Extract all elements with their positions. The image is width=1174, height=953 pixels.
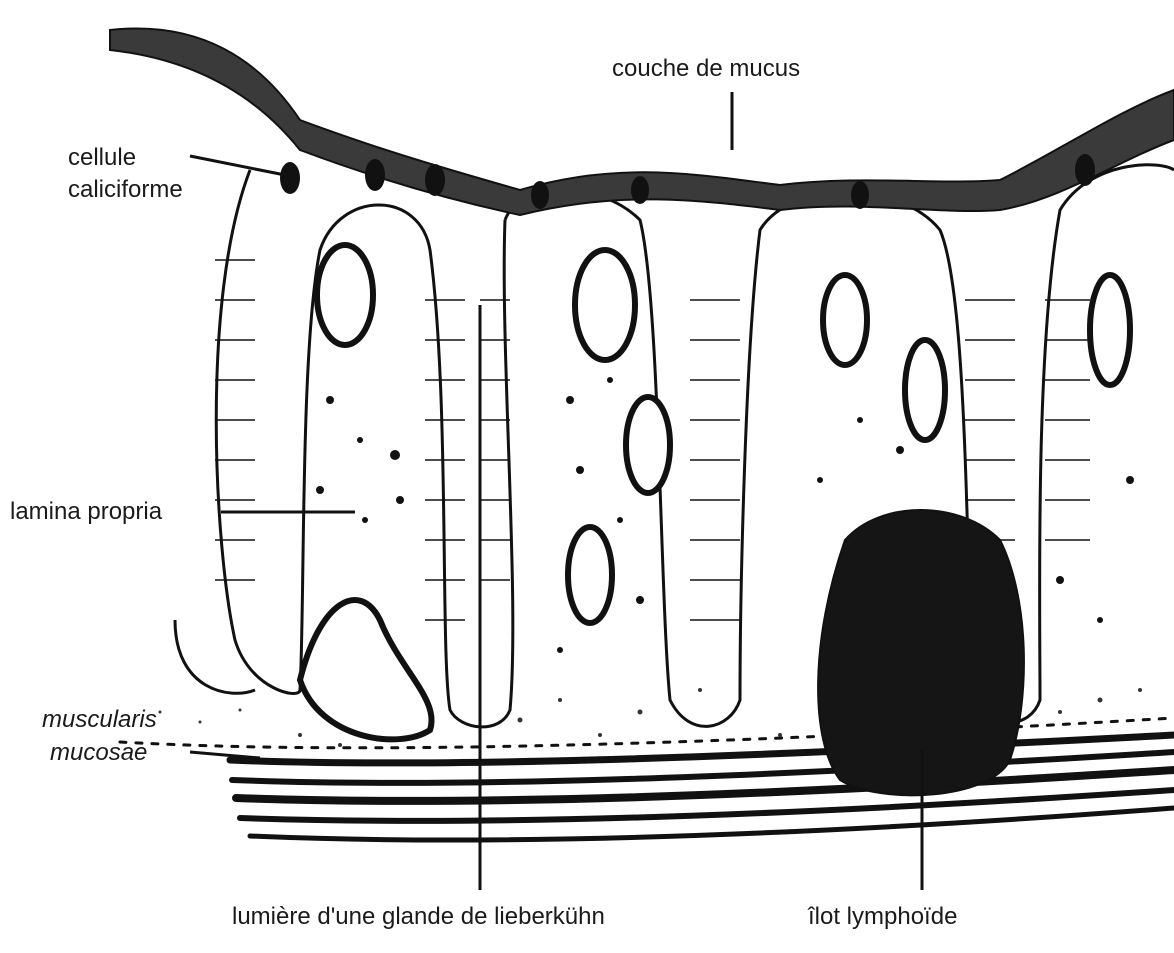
label-gland-lumen: lumière d'une glande de lieberkühn	[232, 903, 605, 932]
label-goblet-cell-line2: caliciforme	[68, 176, 183, 205]
label-mucus-layer: couche de mucus	[612, 55, 800, 84]
label-lamina-propria: lamina propria	[10, 498, 162, 527]
label-muscularis-line2: mucosae	[50, 739, 147, 768]
label-muscularis-line1: muscularis	[42, 706, 157, 735]
label-lymphoid-islet: îlot lymphoïde	[808, 903, 957, 932]
label-goblet-cell-line1: cellule	[68, 144, 136, 173]
